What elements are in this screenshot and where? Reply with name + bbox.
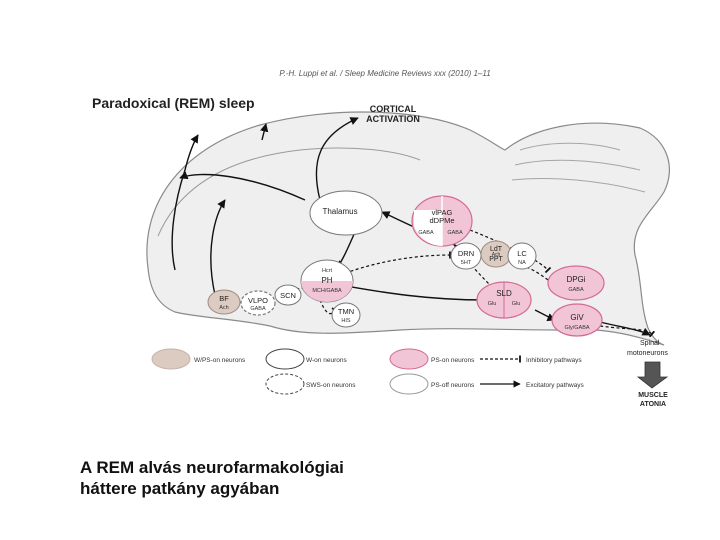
- legend-w-ps-on-swatch: [151, 348, 191, 370]
- vlpag-gaba-left: GABA: [418, 230, 434, 236]
- bf-label: BF: [219, 294, 229, 303]
- giv-to-spinal-arrow: [599, 321, 651, 336]
- frontal-ascending-arrow: [171, 134, 199, 271]
- ph-label: PH: [321, 276, 332, 285]
- ldt-sub-label: Ach: [492, 252, 501, 258]
- article-header: P.-H. Luppi et al. / Sleep Medicine Revi…: [279, 69, 490, 78]
- ldt-label: LdT: [490, 246, 503, 253]
- tmn-sub-label: HIS: [341, 318, 351, 324]
- tmn-node: [331, 302, 361, 328]
- legend-w-on-label: W-on neurons: [306, 357, 347, 364]
- ph-sub-label: MCH/GABA: [312, 288, 342, 294]
- caption-line-1: A REM alvás neurofarmakológiai: [80, 458, 344, 477]
- giv-to-spinal-inhibitory: [599, 325, 656, 338]
- legend-ps-off-label: PS-off neurons: [431, 382, 475, 389]
- cerebellum-folds: [511, 142, 646, 193]
- thalamus-to-frontal-arrow: [179, 171, 306, 201]
- legend-ps-on-label: PS-on neurons: [431, 357, 475, 364]
- legend-excitatory-label: Excitatory pathways: [526, 382, 585, 389]
- scn-node: [274, 284, 302, 306]
- atonia-arrow-icon: [636, 361, 669, 389]
- dpgi-node: [547, 265, 605, 301]
- vlpag-to-dpgi-inhibitory: [469, 229, 552, 274]
- vlpo-sub-label: GABA: [250, 306, 266, 312]
- caption-line-2: háttere patkány agyában: [80, 479, 280, 498]
- thalamus-node: [309, 190, 383, 236]
- tmn-label: TMN: [338, 307, 354, 316]
- giv-label: GiV: [570, 313, 584, 322]
- cortical-activation-label: CORTICAL: [370, 104, 417, 114]
- thalamus-to-cortex-arrow: [315, 117, 359, 201]
- sld-label: SLD: [496, 289, 512, 298]
- scn-label: SCN: [280, 291, 296, 300]
- drn-sub-label: 5HT: [461, 260, 472, 266]
- lc-node: [507, 242, 537, 270]
- cortex-fold: [157, 147, 421, 237]
- ddpme-label: dDPMe: [429, 216, 454, 225]
- bf-to-cortex-arrow: [210, 199, 226, 296]
- brain-outline: [146, 111, 670, 346]
- vlpag-label: vlPAG: [432, 208, 453, 217]
- legend-w-ps-on-label: W/PS-on neurons: [194, 357, 246, 364]
- sld-glu-left: Glu: [488, 301, 497, 307]
- spinal-label: Spinal: [640, 340, 660, 347]
- giv-node: [551, 303, 603, 337]
- sld-glu-right: Glu: [512, 301, 521, 307]
- ph-to-drn-inhibitory: [339, 251, 451, 276]
- bf-sub-label: Ach: [219, 305, 228, 311]
- vlpag-gaba-right: GABA: [447, 230, 463, 236]
- atonia-label: ATONIA: [640, 401, 666, 408]
- legend-sws-on-swatch: [265, 373, 305, 395]
- legend: W/PS-on neurons W-on neurons SWS-on neur…: [151, 348, 585, 395]
- legend-sws-on-label: SWS-on neurons: [306, 382, 356, 389]
- vlpo-node: [240, 290, 276, 316]
- ppt-label: PPT: [489, 256, 503, 263]
- legend-w-on-swatch: [265, 348, 305, 370]
- giv-sub-label: Gly/GABA: [564, 325, 589, 331]
- cortex-up-arrow: [260, 123, 269, 141]
- vlpo-label: VLPO: [248, 296, 268, 305]
- ph-to-tmn-inhibitory: [319, 299, 339, 315]
- dpgi-sub-label: GABA: [568, 287, 584, 293]
- figure-title: Paradoxical (REM) sleep: [92, 95, 255, 111]
- drn-label: DRN: [458, 249, 474, 258]
- ph-ps-on-half: [301, 281, 353, 302]
- motoneurons-label: motoneurons: [627, 350, 668, 357]
- cortical-activation-label-2: ACTIVATION: [366, 114, 420, 124]
- legend-ps-on-swatch: [389, 348, 429, 370]
- lc-sub-label: NA: [518, 260, 526, 266]
- legend-ps-off-swatch: [389, 373, 429, 395]
- thalamus-label: Thalamus: [322, 207, 357, 216]
- legend-inhibitory-label: Inhibitory pathways: [526, 357, 582, 364]
- bf-node: [207, 289, 241, 315]
- dpgi-label: DPGi: [566, 275, 585, 284]
- lc-label: LC: [517, 249, 527, 258]
- muscle-label: MUSCLE: [638, 392, 668, 399]
- hcrt-label: Hcrt: [322, 268, 333, 274]
